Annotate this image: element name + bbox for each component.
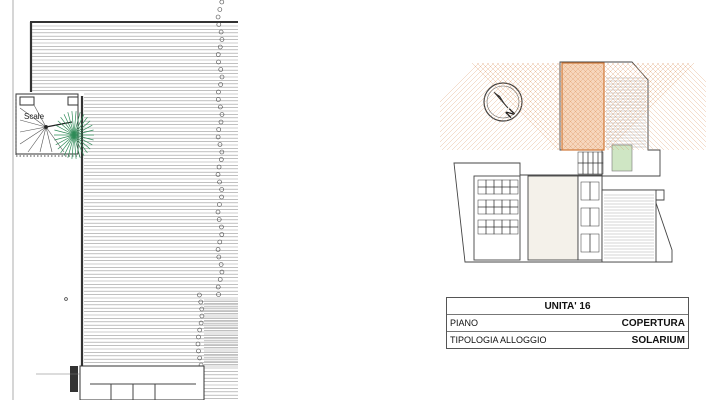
unit-type-row: TIPOLOGIA ALLOGGIO SOLARIUM (447, 331, 688, 348)
unit-title: UNITA' 16 (544, 300, 591, 312)
floor-value: COPERTURA (621, 317, 685, 329)
unit-info-table: UNITA' 16 PIANO COPERTURA TIPOLOGIA ALLO… (446, 297, 689, 349)
floor-label: PIANO (450, 318, 479, 328)
roof-floor-plan: Scale (0, 0, 260, 401)
floor-row: PIANO COPERTURA (447, 314, 688, 331)
plant-icon (54, 111, 94, 159)
stair-label: Scale (24, 112, 45, 121)
unit-type-label: TIPOLOGIA ALLOGGIO (450, 335, 547, 345)
key-plan-drawing: N (391, 61, 706, 263)
stair (15, 93, 80, 157)
north-compass-icon: N (483, 82, 523, 122)
unit-title-row: UNITA' 16 (447, 298, 688, 314)
key-plan: N (391, 55, 706, 280)
highlighted-unit (561, 62, 605, 151)
unit-type-value: SOLARIUM (631, 334, 685, 346)
roof-plan-drawing: Scale (12, 0, 238, 401)
